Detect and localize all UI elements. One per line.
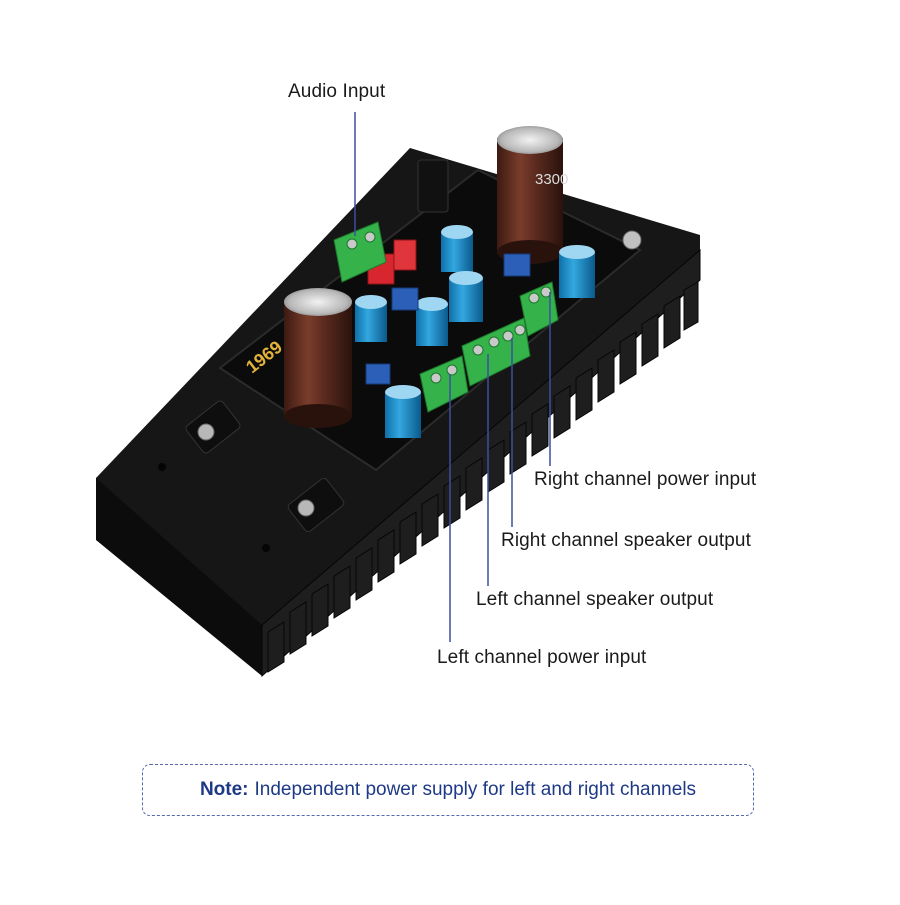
note-text: Independent power supply for left and ri… — [254, 779, 697, 800]
trimmer — [391, 287, 419, 311]
note-title: Note: — [199, 779, 249, 800]
capacitor-marking: 3300 — [535, 171, 568, 188]
leader-lines — [354, 112, 551, 642]
transistor-left — [185, 400, 241, 454]
capacitors-small — [355, 225, 595, 438]
heatsink-fins — [261, 248, 701, 678]
transistor-right — [287, 477, 345, 533]
label-right-speaker-output: Right channel speaker output — [501, 530, 751, 551]
input-header — [417, 159, 449, 213]
heatsink-front — [96, 478, 262, 676]
label-audio-input: Audio Input — [288, 81, 386, 102]
label-left-speaker-output: Left channel speaker output — [476, 589, 714, 610]
terminal-audio-input — [333, 221, 387, 283]
label-left-power-input: Left channel power input — [437, 647, 647, 668]
capacitor-large-right: 3300 — [497, 126, 568, 264]
note-box: Note: Independent power supply for left … — [142, 764, 754, 816]
terminal-right-power — [519, 281, 559, 337]
trimmer — [365, 363, 391, 385]
trimmer — [503, 253, 531, 277]
mount-screw-right — [622, 230, 642, 250]
label-right-power-input: Right channel power input — [534, 469, 757, 490]
terminal-left-power — [419, 355, 469, 413]
film-capacitor — [393, 239, 417, 271]
terminal-speaker-outputs — [461, 317, 531, 387]
capacitor-large-left — [284, 288, 352, 428]
